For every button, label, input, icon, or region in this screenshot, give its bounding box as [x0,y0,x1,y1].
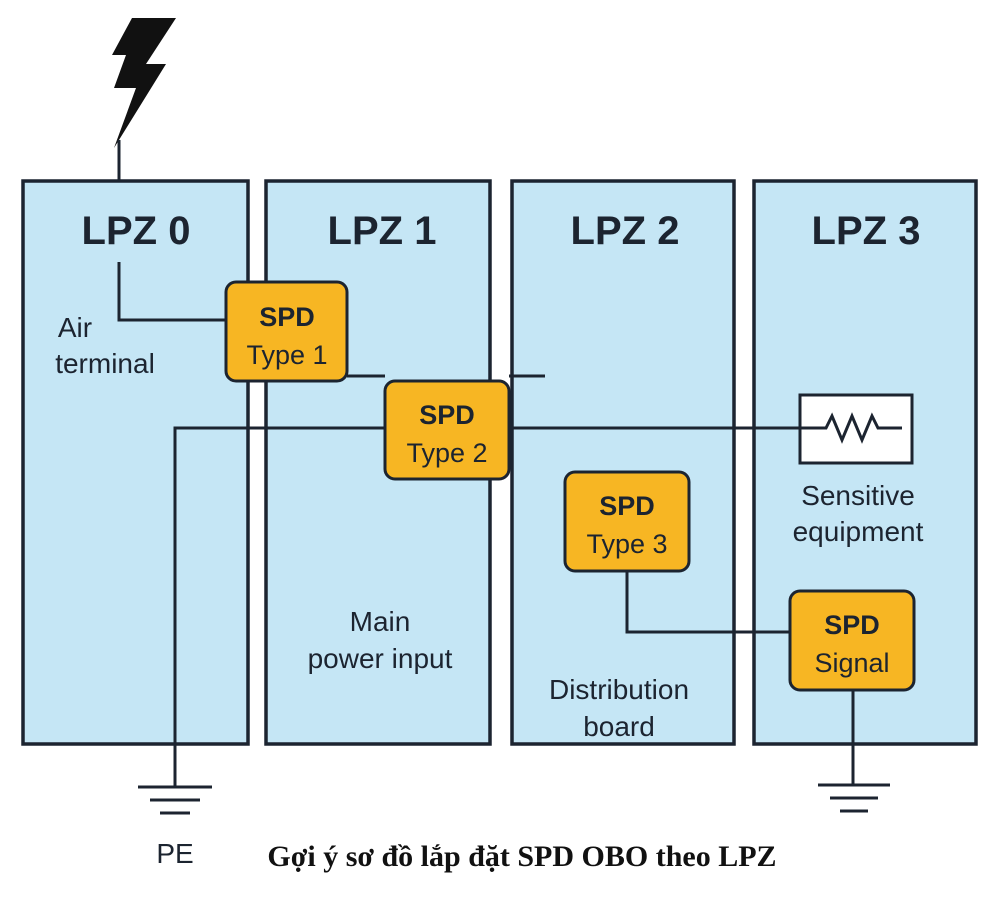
sensitive-equipment-label-line2: equipment [793,516,924,547]
sensitive-equipment-label-line1: Sensitive [801,480,915,511]
ground-icon [818,783,890,813]
lightning-icon [112,18,176,148]
zone-lpz0 [21,179,250,746]
zone-title-lpz2: LPZ 2 [571,209,680,253]
main-power-input-label-line1: Main [350,606,411,637]
spd-signal: SPD Signal [788,589,916,692]
zone-lpz2 [510,179,736,746]
air-terminal-label-line2: terminal [55,348,155,379]
spd-type1: SPD Type 1 [224,280,349,383]
distribution-board-label-line1: Distribution [549,674,689,705]
distribution-board-label-line2: board [583,711,655,742]
resistor-icon [800,412,902,444]
pe-label: PE [156,838,193,869]
main-power-input-label-line2: power input [308,643,453,674]
spd-type3-title: SPD [599,491,655,521]
spd-type2: SPD Type 2 [383,379,511,481]
pe-line-wire [173,426,385,787]
type3-to-signal-wire [625,571,790,634]
zone-title-lpz3: LPZ 3 [812,209,921,253]
spd-type3: SPD Type 3 [563,470,691,573]
zone-title-lpz1: LPZ 1 [328,209,437,253]
air-terminal-wire [117,262,226,322]
figure-caption: Gợi ý sơ đồ lắp đặt SPD OBO theo LPZ [267,840,776,873]
spd-signal-title: SPD [824,610,880,640]
spd-type2-sub: Type 2 [406,438,487,468]
spd-type1-sub: Type 1 [246,340,327,370]
spd-type3-sub: Type 3 [586,529,667,559]
ground-icon [138,785,212,815]
air-terminal-label-line1: Air [58,312,92,343]
spd-type1-title: SPD [259,302,315,332]
spd-signal-sub: Signal [814,648,889,678]
spd-type2-title: SPD [419,400,475,430]
zone-title-lpz0: LPZ 0 [82,209,191,253]
